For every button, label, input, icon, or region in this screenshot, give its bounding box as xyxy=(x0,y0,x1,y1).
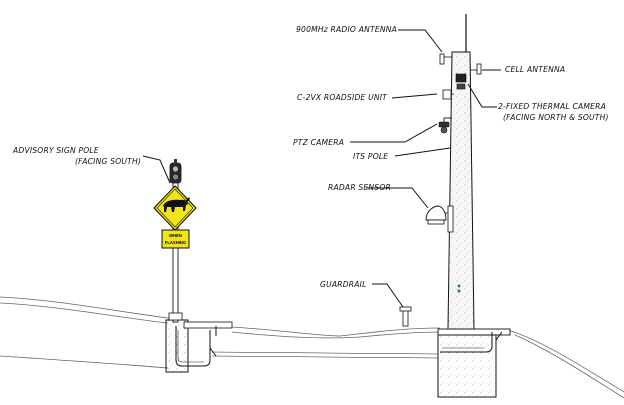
callout-labels: 900MHz RADIO ANTENNA CELL ANTENNA C-2VX … xyxy=(12,25,609,289)
label-roadside-unit: C-2VX ROADSIDE UNIT xyxy=(297,93,388,102)
radar-sensor xyxy=(425,205,454,233)
its-pole-foundation xyxy=(437,328,511,398)
its-pole xyxy=(447,14,475,330)
label-advisory-sign-pole: ADVISORY SIGN POLE xyxy=(12,146,99,155)
plaque-line-2: FLASHING xyxy=(165,240,186,245)
radio-antenna xyxy=(439,53,452,65)
flashing-beacon xyxy=(169,159,182,184)
plaque-line-1: WHEN xyxy=(169,233,182,238)
label-thermal-camera-facing: (FACING NORTH & SOUTH) xyxy=(503,113,609,122)
roadside-unit xyxy=(442,89,454,100)
label-guardrail: GUARDRAIL xyxy=(320,280,367,289)
cell-antenna xyxy=(470,63,482,75)
thermal-cameras xyxy=(455,73,467,90)
large-animal-crossing-icon xyxy=(163,197,190,212)
label-cell-antenna: CELL ANTENNA xyxy=(505,65,565,74)
label-ptz-camera: PTZ CAMERA xyxy=(293,138,344,147)
leader-lines xyxy=(142,29,501,308)
ground-profile xyxy=(0,296,624,399)
label-radar-sensor: RADAR SENSOR xyxy=(328,183,391,192)
ptz-camera xyxy=(438,117,452,134)
warning-sign xyxy=(153,185,197,231)
sign-foundation xyxy=(165,319,233,373)
when-flashing-plaque: WHEN FLASHING xyxy=(161,229,190,249)
guardrail xyxy=(399,306,412,327)
label-advisory-facing: (FACING SOUTH) xyxy=(75,157,141,166)
label-its-pole: ITS POLE xyxy=(353,152,388,161)
label-thermal-camera: 2-FIXED THERMAL CAMERA xyxy=(498,102,606,111)
label-radio-antenna: 900MHz RADIO ANTENNA xyxy=(296,25,397,34)
